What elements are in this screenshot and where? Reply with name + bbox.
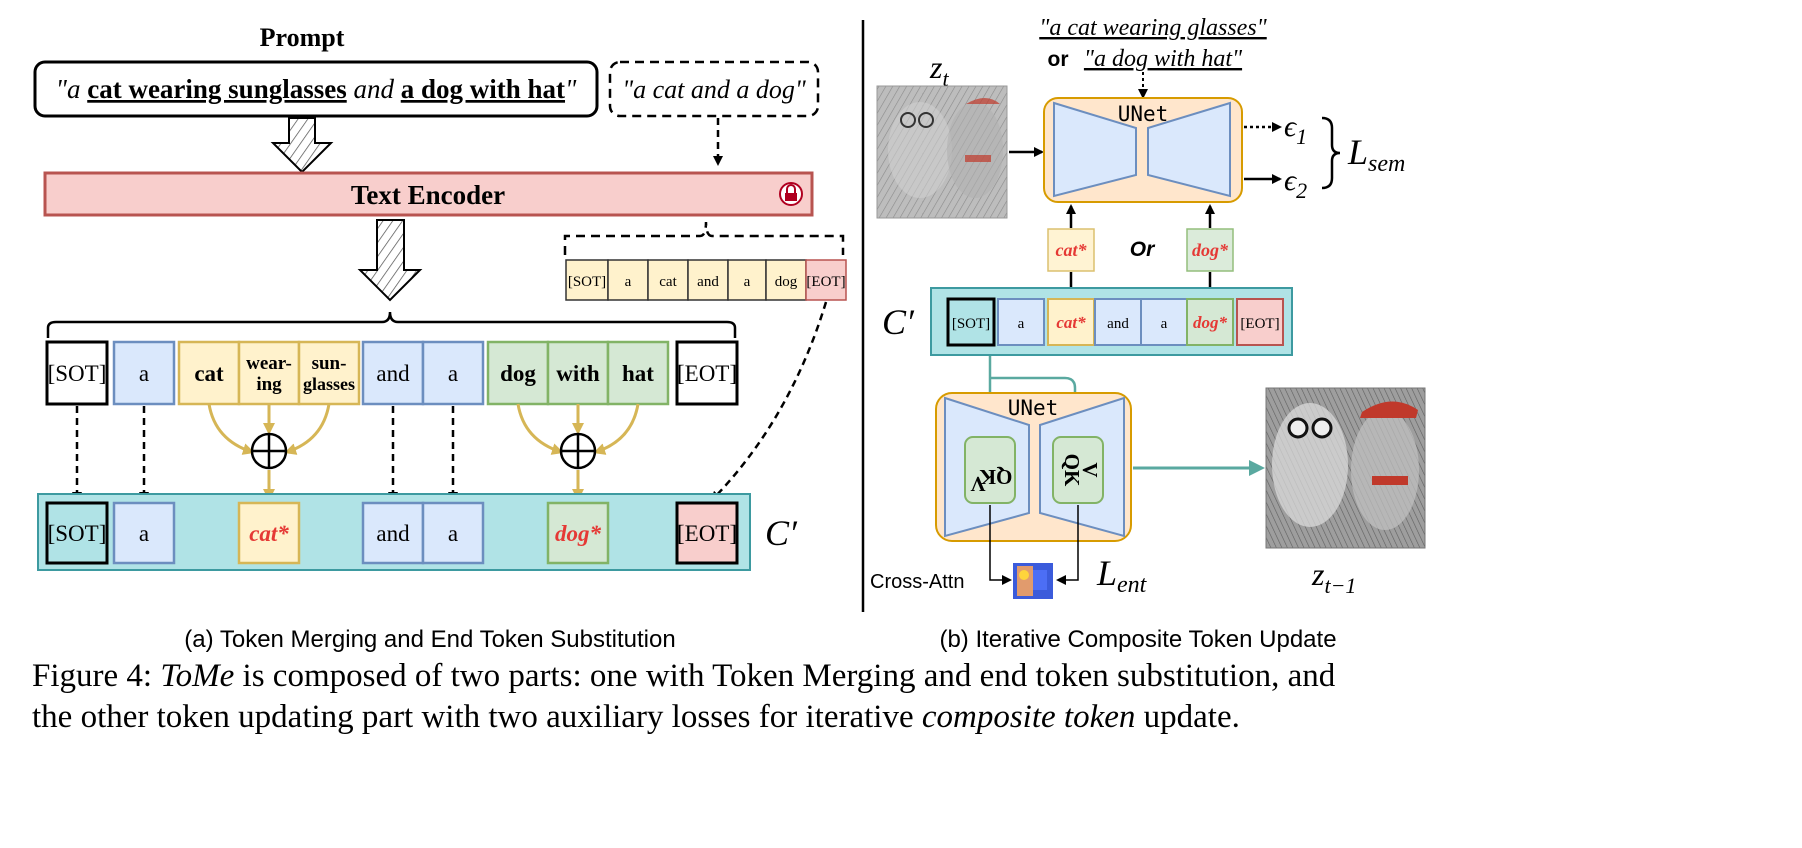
alt-token: and — [697, 274, 719, 290]
unet-top-label: UNet — [1118, 102, 1169, 126]
zt1-label: zt−1 — [1311, 556, 1356, 598]
cross-attn-line-left — [989, 505, 1012, 585]
alt-token: cat — [659, 274, 677, 290]
c-prime-token: and — [1107, 316, 1129, 332]
eps1-label: ϵ1 — [1284, 110, 1307, 149]
unet-top-encoder — [1053, 101, 1137, 198]
attn-block-left — [964, 436, 1016, 504]
panel-a: Prompt "a cat wearing sunglasses and a d… — [33, 23, 847, 653]
c-prime-token: cat* — [1056, 313, 1086, 332]
or-label: Or — [1130, 238, 1156, 261]
merged-token-row: [SOT] a cat* and a dog* [EOT] — [45, 501, 739, 565]
caption-b: (b) Iterative Composite Token Update — [939, 626, 1336, 653]
merged-token-eot: [EOT] — [677, 521, 737, 546]
attn-qk-left: QK — [979, 465, 1012, 489]
merged-token-dog: dog* — [555, 521, 602, 546]
figure-caption: Figure 4: ToMe is composed of two parts:… — [32, 658, 1336, 735]
token-and: and — [376, 361, 410, 386]
token-eot: [EOT] — [677, 361, 737, 386]
token-hat: hat — [622, 361, 654, 386]
alt-token: [EOT] — [806, 274, 845, 290]
dashed-arrows — [72, 301, 828, 502]
dog-star-label: dog* — [1192, 240, 1229, 260]
c-prime-token: a — [1018, 316, 1025, 332]
panel-b: "a cat wearing glasses" or "a dog with h… — [870, 15, 1426, 653]
figure-caption-line-1: Figure 4: ToMe is composed of two parts:… — [32, 658, 1336, 694]
cross-attn-label: Cross-Attn — [870, 571, 964, 593]
token-dog: dog — [500, 361, 536, 386]
c-prime-label-a: C′ — [765, 513, 798, 553]
eps2-label: ϵ2 — [1284, 164, 1307, 203]
alt-token: a — [625, 274, 632, 290]
merged-token-a: a — [448, 521, 458, 546]
output-image-zt1 — [1265, 387, 1426, 549]
attn-v-right: V — [1078, 462, 1102, 477]
big-arrow-encoder-out — [357, 219, 423, 302]
merged-token-and: and — [376, 521, 410, 546]
cat-star-box — [1047, 228, 1095, 272]
alt-token: a — [744, 274, 751, 290]
alt-prompt-text: "a cat and a dog" — [622, 75, 806, 104]
token-with: with — [556, 361, 600, 386]
condition-prompt-1: "a cat wearing glasses" — [1039, 15, 1267, 41]
token-cat: cat — [194, 361, 224, 386]
attn-v-left: V — [970, 472, 985, 496]
alt-prompt-box — [608, 60, 820, 118]
c-prime-token-row: [SOT] a cat* and a dog* [EOT] — [946, 297, 1284, 347]
c-prime-token: dog* — [1193, 313, 1228, 332]
big-arrow-encoder-in — [270, 117, 334, 174]
c-prime-label-b: C′ — [882, 302, 915, 342]
attn-block-right — [1052, 436, 1104, 504]
token-sot: [SOT] — [48, 361, 107, 386]
plus-circle-icon — [250, 432, 288, 470]
unet-top-decoder — [1147, 101, 1231, 198]
token-a: a — [139, 361, 149, 386]
merged-token-sot: [SOT] — [48, 521, 107, 546]
unet-bottom-label: UNet — [1008, 396, 1059, 420]
c-prime-token: [SOT] — [952, 316, 990, 332]
text-encoder-label: Text Encoder — [351, 180, 505, 210]
c-prime-token: a — [1161, 316, 1168, 332]
token-wearing: ing — [256, 374, 282, 395]
merged-token-a: a — [139, 521, 149, 546]
alt-token: [SOT] — [568, 274, 606, 290]
loss-brace — [1321, 116, 1341, 190]
cat-star-label: cat* — [1056, 240, 1088, 260]
prompt-text: "a cat wearing sunglasses and a dog with… — [56, 74, 577, 104]
attention-map-thumbnail — [1013, 563, 1053, 599]
token-sunglasses: sun- — [312, 353, 347, 374]
merged-token-cat: cat* — [249, 521, 289, 546]
figure-caption-line-2: the other token updating part with two a… — [32, 699, 1240, 735]
token-sunglasses: glasses — [303, 374, 355, 394]
token-brace — [46, 311, 737, 338]
zt-label: zt — [929, 49, 949, 91]
cross-attn-line-right — [1056, 505, 1079, 585]
condition-prompt-2: "a dog with hat" — [1084, 46, 1243, 72]
lock-icon — [779, 182, 803, 206]
condition-or: or — [1048, 48, 1069, 71]
alt-token-row: [SOT] a cat and a dog [EOT] — [565, 259, 847, 301]
l-ent-label: Lent — [1096, 553, 1148, 598]
prompt-heading: Prompt — [260, 23, 345, 52]
dog-star-box — [1186, 228, 1234, 272]
plus-circle-icon — [559, 432, 597, 470]
token-a: a — [448, 361, 458, 386]
caption-a: (a) Token Merging and End Token Substitu… — [184, 626, 675, 653]
l-sem-label: Lsem — [1347, 132, 1405, 177]
token-wearing: wear- — [246, 353, 292, 374]
alt-brace — [563, 221, 845, 255]
c-prime-token: [EOT] — [1240, 316, 1279, 332]
prompt-box — [33, 60, 599, 118]
token-row: [SOT] a cat wear- ing sun- glasses and a… — [45, 340, 739, 406]
attn-qk-right: QK — [1060, 454, 1084, 487]
noisy-image-zt — [876, 85, 1008, 219]
teal-arrow-right — [990, 376, 1081, 438]
text-encoder-box — [43, 171, 814, 217]
alt-token: dog — [775, 274, 798, 290]
